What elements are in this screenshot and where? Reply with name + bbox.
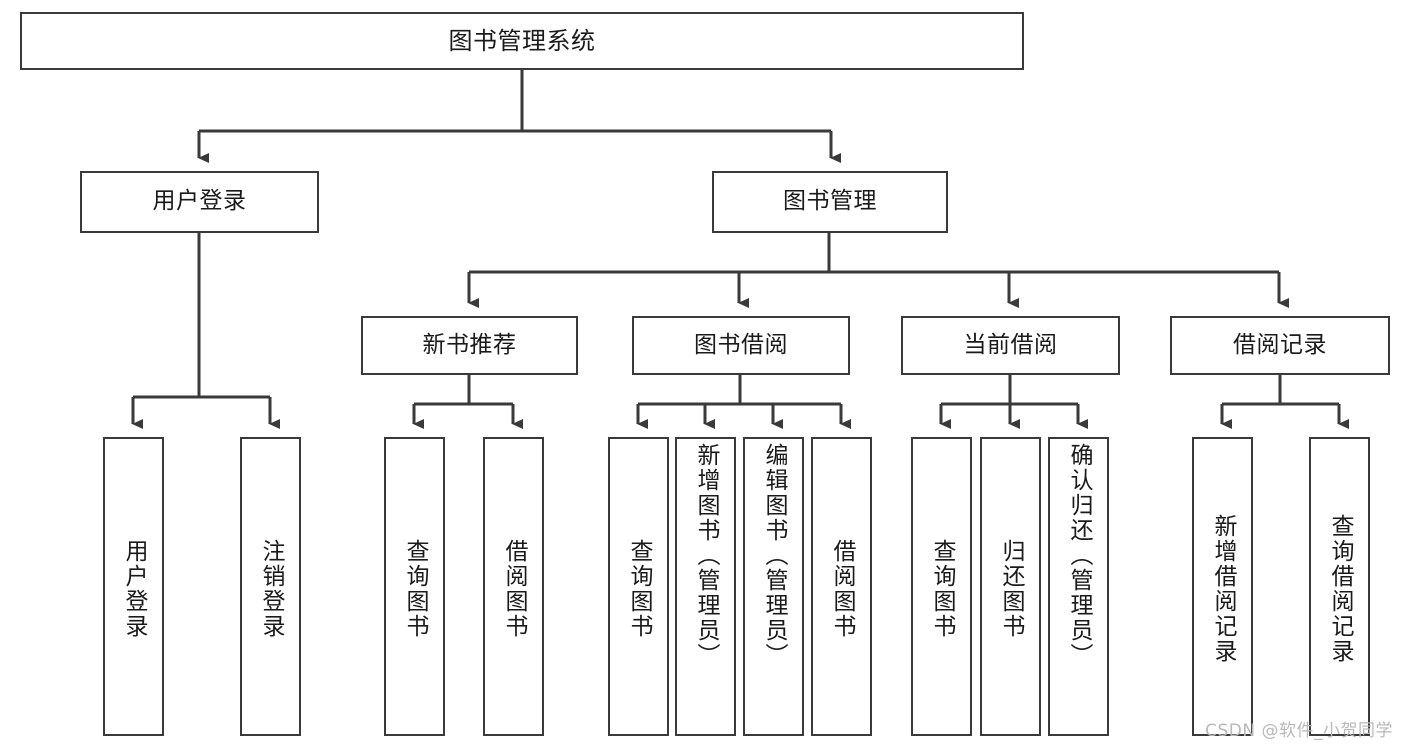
node-leaf-query-book-3-label: 查询图书 xyxy=(929,538,955,639)
node-leaf-add-record[interactable]: 新增借阅记录 xyxy=(1192,437,1253,736)
node-leaf-query-book-2-label: 查询图书 xyxy=(626,538,652,639)
node-leaf-query-book-1[interactable]: 查询图书 xyxy=(384,437,445,736)
node-book-management-label: 图书管理 xyxy=(783,188,877,215)
node-leaf-borrow-book-1-label: 借阅图书 xyxy=(501,538,527,639)
node-root-label: 图书管理系统 xyxy=(448,26,596,55)
node-leaf-user-login-label: 用户登录 xyxy=(121,538,147,639)
node-leaf-query-record-label: 查询借阅记录 xyxy=(1327,513,1353,664)
node-leaf-borrow-book-2-label: 借阅图书 xyxy=(829,538,855,639)
node-leaf-add-book-label: 新增图书（管理员） xyxy=(693,443,719,668)
node-leaf-confirm-return-label: 确认归还（管理员） xyxy=(1066,443,1092,668)
node-new-book-recommend-label: 新书推荐 xyxy=(422,331,517,358)
node-leaf-return-book[interactable]: 归还图书 xyxy=(980,437,1041,736)
node-leaf-query-record[interactable]: 查询借阅记录 xyxy=(1309,437,1370,736)
node-user-login-label: 用户登录 xyxy=(152,188,247,215)
node-leaf-borrow-book-2[interactable]: 借阅图书 xyxy=(811,437,872,736)
node-leaf-query-book-3[interactable]: 查询图书 xyxy=(911,437,972,736)
node-leaf-return-book-label: 归还图书 xyxy=(998,538,1024,639)
node-leaf-confirm-return[interactable]: 确认归还（管理员） xyxy=(1048,437,1109,736)
node-current-borrow[interactable]: 当前借阅 xyxy=(901,316,1120,375)
node-leaf-add-record-label: 新增借阅记录 xyxy=(1210,513,1236,664)
node-leaf-borrow-book-1[interactable]: 借阅图书 xyxy=(483,437,544,736)
node-leaf-add-book[interactable]: 新增图书（管理员） xyxy=(675,437,736,736)
node-leaf-query-book-1-label: 查询图书 xyxy=(402,538,428,639)
node-book-borrow-label: 图书借阅 xyxy=(694,331,788,358)
node-leaf-logout-login-label: 注销登录 xyxy=(258,538,284,639)
node-leaf-edit-book-label: 编辑图书（管理员） xyxy=(761,443,787,668)
node-user-login[interactable]: 用户登录 xyxy=(80,171,319,233)
node-leaf-edit-book[interactable]: 编辑图书（管理员） xyxy=(743,437,804,736)
watermark: CSDN @软件_小贺同学 xyxy=(1205,721,1393,741)
node-current-borrow-label: 当前借阅 xyxy=(963,331,1058,358)
node-book-borrow[interactable]: 图书借阅 xyxy=(632,316,850,375)
node-book-management[interactable]: 图书管理 xyxy=(712,171,948,233)
node-borrow-record-label: 借阅记录 xyxy=(1233,331,1327,358)
node-new-book-recommend[interactable]: 新书推荐 xyxy=(361,316,578,375)
node-leaf-logout-login[interactable]: 注销登录 xyxy=(240,437,301,736)
node-borrow-record[interactable]: 借阅记录 xyxy=(1170,316,1390,375)
node-leaf-user-login[interactable]: 用户登录 xyxy=(103,437,164,736)
node-leaf-query-book-2[interactable]: 查询图书 xyxy=(608,437,669,736)
node-root[interactable]: 图书管理系统 xyxy=(20,12,1024,70)
